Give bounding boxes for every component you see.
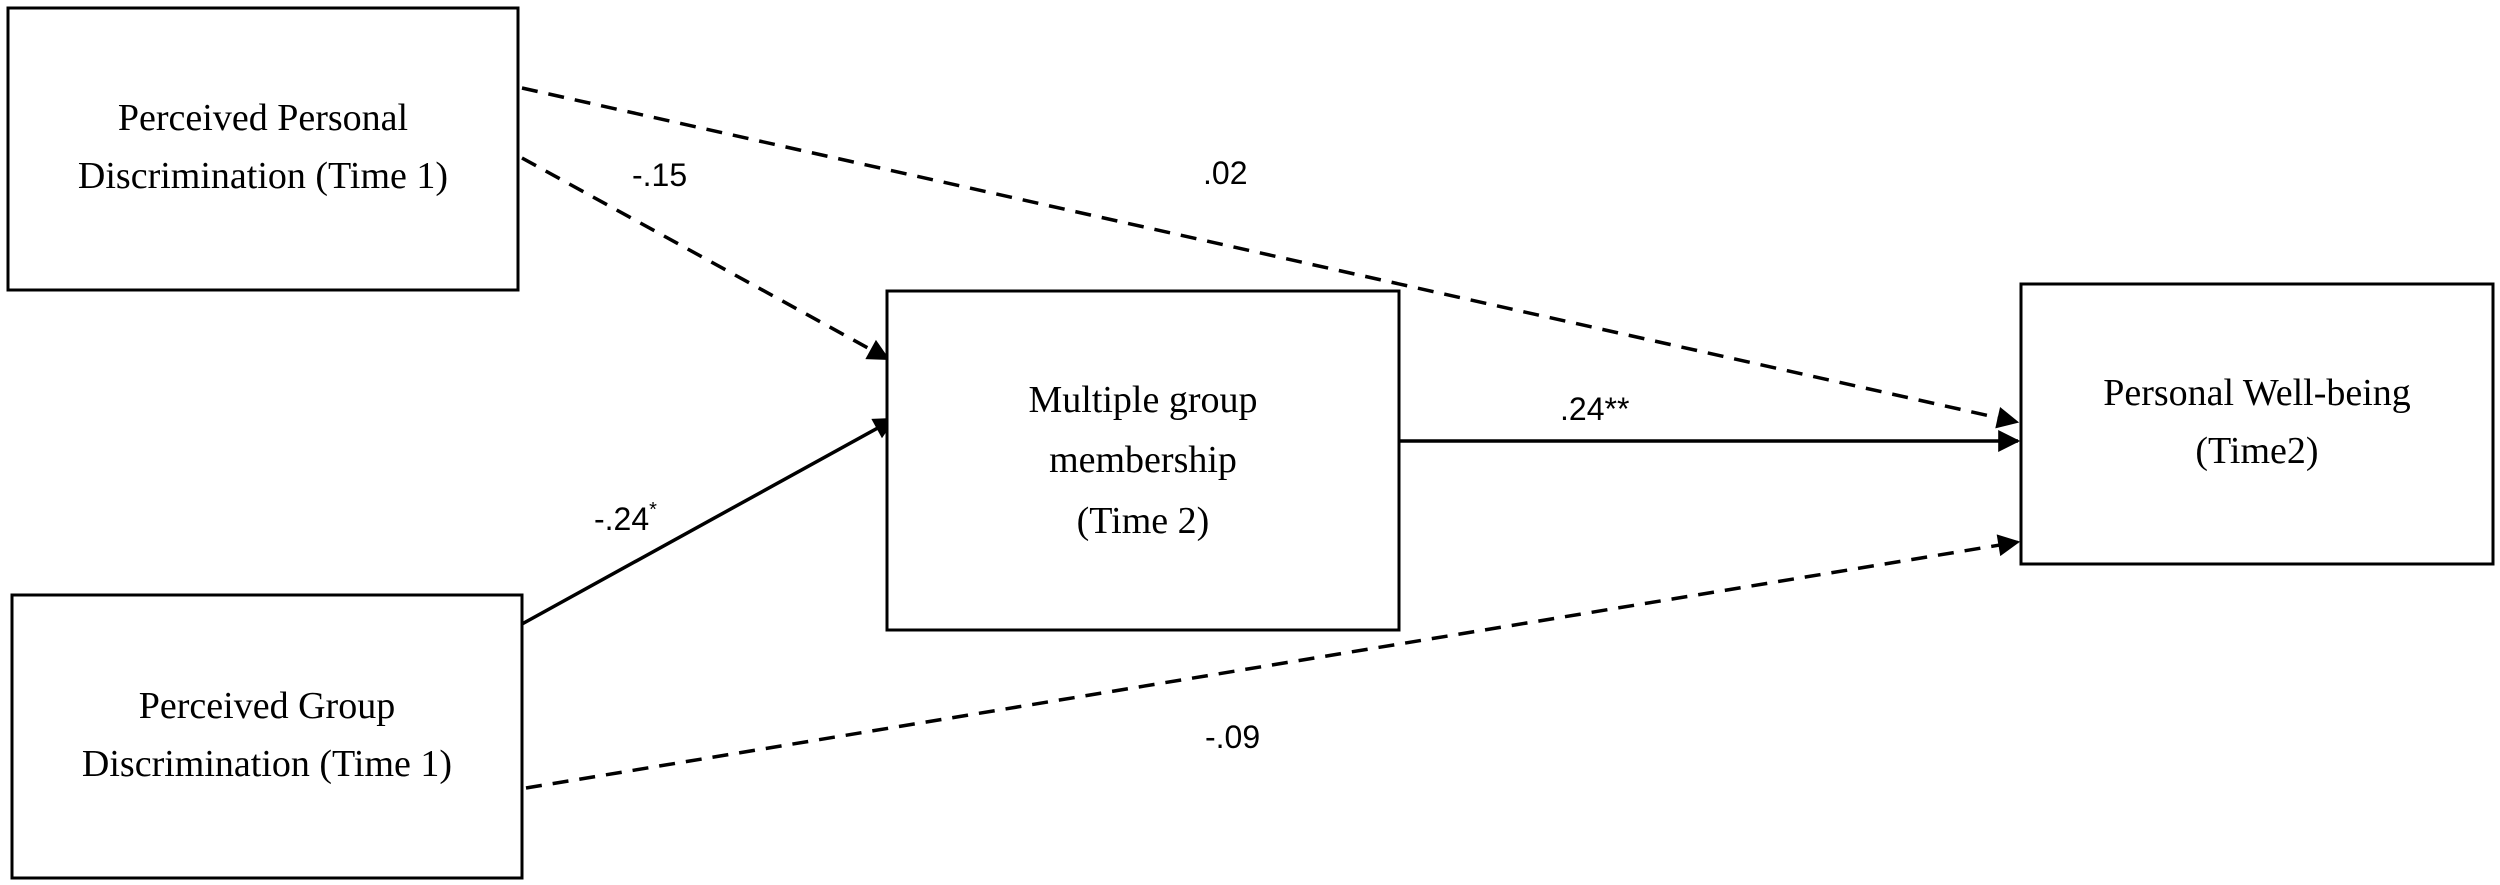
node-group-discrimination-line-1: Perceived Group bbox=[139, 685, 395, 727]
label-group-to-wellbeing: -.09 bbox=[1205, 719, 1260, 755]
group-to-membership-significance: * bbox=[649, 499, 657, 521]
node-personal-discrimination-line-2: Discrimination (Time 1) bbox=[78, 155, 448, 197]
edge-personal-to-membership bbox=[521, 156, 890, 361]
edge-group-to-membership bbox=[521, 417, 896, 626]
label-membership-to-wellbeing: .24** bbox=[1560, 391, 1629, 427]
node-membership-line-2: membership bbox=[1049, 439, 1237, 481]
edge-group-to-wellbeing bbox=[525, 534, 2021, 790]
label-personal-to-wellbeing: .02 bbox=[1203, 155, 1247, 191]
node-personal-discrimination-line-1: Perceived Personal bbox=[118, 97, 408, 139]
node-personal-wellbeing: Personal Well-being (Time2) bbox=[2019, 282, 2495, 566]
node-group-discrimination-line-2: Discrimination (Time 1) bbox=[82, 743, 452, 785]
node-membership-line-1: Multiple group bbox=[1028, 379, 1257, 421]
group-to-membership-coefficient: -.24 bbox=[594, 501, 649, 537]
node-group-discrimination: Perceived Group Discrimination (Time 1) bbox=[10, 593, 524, 880]
label-personal-to-membership: -.15 bbox=[632, 157, 687, 193]
node-personal-discrimination: Perceived Personal Discrimination (Time … bbox=[6, 6, 520, 292]
edge-personal-to-wellbeing bbox=[521, 86, 2020, 429]
node-membership-line-3: (Time 2) bbox=[1077, 500, 1210, 542]
node-multiple-group-membership: Multiple group membership (Time 2) bbox=[885, 289, 1401, 632]
label-group-to-membership: -.24* bbox=[594, 499, 657, 537]
node-wellbeing-line-1: Personal Well-being bbox=[2103, 372, 2411, 414]
node-wellbeing-line-2: (Time2) bbox=[2195, 430, 2318, 472]
